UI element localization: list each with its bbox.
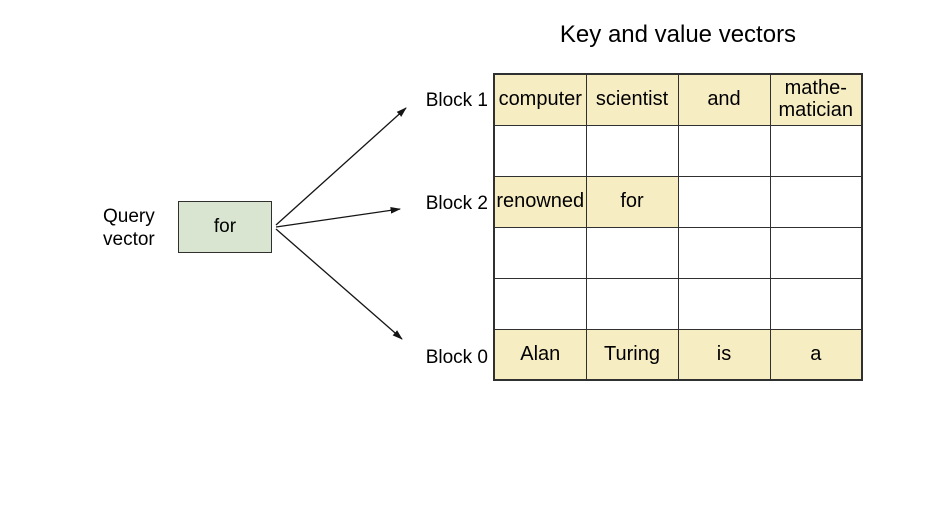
kv-cell: renowned bbox=[493, 175, 587, 228]
kv-cell bbox=[769, 277, 863, 330]
query-vector-box: for bbox=[178, 201, 272, 253]
kv-cell bbox=[585, 277, 679, 330]
table-row-block-2: renowned for bbox=[493, 175, 863, 228]
kv-cell bbox=[585, 124, 679, 177]
kv-cell: for bbox=[585, 175, 679, 228]
kv-cell: mathe- matician bbox=[769, 73, 863, 126]
block-1-label: Block 1 bbox=[425, 90, 488, 111]
kv-cell bbox=[493, 277, 587, 330]
kv-cell: a bbox=[769, 328, 863, 381]
kv-cell: is bbox=[677, 328, 771, 381]
table-row-block-1: computer scientist and mathe- matician bbox=[493, 73, 863, 126]
block-2-label: Block 2 bbox=[425, 193, 488, 214]
kv-cell bbox=[769, 226, 863, 279]
table-row-empty bbox=[493, 226, 863, 279]
kv-cell bbox=[677, 175, 771, 228]
kv-cell bbox=[493, 226, 587, 279]
block-0-label: Block 0 bbox=[425, 347, 488, 368]
table-row-empty bbox=[493, 124, 863, 177]
kv-cell: and bbox=[677, 73, 771, 126]
kv-cell bbox=[677, 124, 771, 177]
query-vector-label: Query vector bbox=[103, 206, 155, 250]
kv-cell: Turing bbox=[585, 328, 679, 381]
kv-cell bbox=[769, 175, 863, 228]
kv-cell bbox=[493, 124, 587, 177]
kv-cell: Alan bbox=[493, 328, 587, 381]
kv-cell bbox=[677, 226, 771, 279]
diagram-title: Key and value vectors bbox=[559, 21, 797, 48]
table-row-block-0: Alan Turing is a bbox=[493, 328, 863, 381]
kv-cell: scientist bbox=[585, 73, 679, 126]
kv-cell bbox=[769, 124, 863, 177]
arrow-to-block-0 bbox=[275, 228, 403, 340]
key-value-table: computer scientist and mathe- matician r… bbox=[493, 73, 863, 381]
kv-cell: computer bbox=[493, 73, 587, 126]
query-token: for bbox=[213, 216, 237, 237]
kv-cell bbox=[677, 277, 771, 330]
kv-cell bbox=[585, 226, 679, 279]
table-row-empty bbox=[493, 277, 863, 330]
